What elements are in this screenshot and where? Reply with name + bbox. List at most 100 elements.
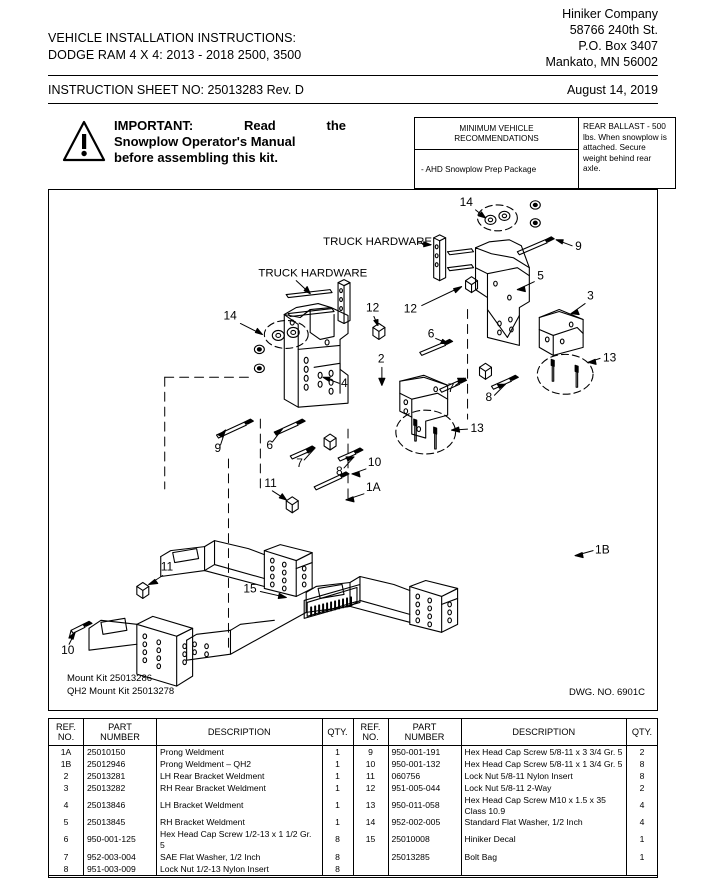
cell-part-number-left: 952-003-004	[83, 850, 157, 864]
document-title: VEHICLE INSTALLATION INSTRUCTIONS: DODGE…	[48, 6, 301, 64]
cell-part-number-right: 950-001-132	[387, 758, 462, 771]
callout-2: 2	[378, 351, 385, 365]
cell-part-number-right	[387, 863, 462, 877]
fastener-group-lower-left	[215, 418, 364, 462]
washer-group-left	[253, 319, 309, 374]
cell-qty-right: 8	[626, 758, 658, 771]
cell-part-number-right: 951-005-044	[387, 782, 462, 795]
notice-text: IMPORTANT: Read the Snowplow Operator's …	[114, 118, 346, 166]
header-ref-no-right: REF.NO.	[352, 718, 389, 746]
header-divider	[48, 75, 658, 76]
prong-lower-left-graphic	[88, 615, 194, 687]
cell-description-right: Standard Flat Washer, 1/2 Inch	[460, 816, 627, 829]
cell-ref-right: 12	[352, 782, 389, 795]
cell-qty-left: 1	[321, 816, 354, 829]
notice-word-read: Read	[243, 118, 276, 133]
header-description-right: DESCRIPTION	[460, 718, 627, 746]
cell-description-left: RH Bracket Weldment	[156, 816, 323, 829]
callout-13-lower: 13	[471, 421, 485, 435]
callout-13-right: 13	[603, 350, 617, 364]
cell-part-number-left: 25013282	[83, 782, 157, 795]
bolt-9-upper	[516, 236, 555, 256]
callout-1b: 1B	[595, 543, 610, 557]
address-city-state: Mankato, MN 56002	[545, 55, 658, 69]
bolt-group-13-lower	[395, 409, 457, 455]
cell-qty-right: 1	[626, 828, 658, 851]
cell-ref-left: 4	[48, 794, 84, 817]
cell-description-left: Prong Weldment – QH2	[156, 758, 323, 771]
callout-9-lower: 9	[215, 441, 222, 455]
callout-7-upper: 7	[448, 381, 455, 395]
minimum-vehicle-recommendations-box: MINIMUM VEHICLE RECOMMENDATIONS - AHD Sn…	[414, 117, 676, 189]
cell-qty-right: 4	[626, 794, 658, 817]
cell-part-number-left: 950-001-125	[83, 828, 157, 851]
cell-qty-left: 8	[321, 863, 354, 877]
cell-ref-right: 9	[352, 745, 389, 759]
cell-qty-left: 8	[321, 850, 354, 864]
cell-part-number-right: 25013285	[387, 850, 462, 864]
notice-line-2: Snowplow Operator's Manual	[114, 134, 296, 149]
recommendations-heading-line-2: RECOMMENDATIONS	[454, 133, 539, 143]
rear-ballast-note: REAR BALLAST - 500 lbs. When snowplow is…	[583, 121, 667, 174]
cell-description-left: SAE Flat Washer, 1/2 Inch	[156, 850, 323, 864]
cell-qty-right: 4	[626, 816, 658, 829]
cell-description-left: Prong Weldment	[156, 745, 323, 759]
mount-kit-line-1: Mount Kit 25013286	[67, 673, 153, 684]
cell-part-number-left: 25013845	[83, 816, 157, 829]
cell-description-right: Hex Head Cap Screw M10 x 1.5 x 35 Class …	[460, 794, 627, 817]
callout-10-lower: 10	[61, 643, 75, 657]
document-header: VEHICLE INSTALLATION INSTRUCTIONS: DODGE…	[48, 6, 658, 104]
callout-9-upper: 9	[575, 239, 582, 253]
cell-part-number-left: 25013846	[83, 794, 157, 817]
callout-4: 4	[341, 376, 348, 390]
cell-qty-right: 1	[626, 850, 658, 864]
cell-qty-left: 1	[321, 770, 354, 783]
cell-description-left: LH Bracket Weldment	[156, 794, 323, 817]
document-date: August 14, 2019	[566, 83, 658, 97]
cell-part-number-right: 950-011-058	[387, 794, 462, 817]
rh-bracket-weldment-graphic	[474, 239, 530, 346]
title-line-2: DODGE RAM 4 X 4: 2013 - 2018 2500, 3500	[48, 48, 302, 62]
cell-part-number-left: 25010150	[83, 745, 157, 759]
cell-description-right: Lock Nut 5/8-11 2-Way	[460, 782, 627, 795]
washer-group-top	[476, 200, 541, 232]
title-line-1: VEHICLE INSTALLATION INSTRUCTIONS:	[48, 31, 297, 45]
callout-8-lower: 8	[336, 464, 343, 478]
cell-ref-right	[352, 863, 389, 877]
cell-description-left: LH Rear Bracket Weldment	[156, 770, 323, 783]
header-divider-2	[48, 103, 658, 104]
cell-ref-left: 7	[48, 850, 84, 864]
cell-part-number-left: 25012946	[83, 758, 157, 771]
lh-rear-bracket-weldment-graphic	[399, 374, 449, 439]
header-qty-left: QTY.	[321, 718, 354, 746]
callout-5: 5	[537, 269, 544, 283]
cell-qty-right: 2	[626, 782, 658, 795]
cell-ref-right	[352, 850, 389, 864]
hiniker-decal-graphic	[303, 583, 361, 619]
cell-ref-left: 6	[48, 828, 84, 851]
cell-ref-left: 3	[48, 782, 84, 795]
cell-ref-right: 11	[352, 770, 389, 783]
nut-11-upper	[285, 496, 299, 514]
cell-description-right	[460, 863, 627, 877]
notice-label: IMPORTANT:	[114, 118, 194, 133]
callout-11-lower: 11	[161, 560, 174, 574]
callout-12-right: 12	[404, 302, 418, 316]
cell-description-left: Hex Head Cap Screw 1/2-13 x 1 1/2 Gr. 5	[156, 828, 323, 851]
address-street: 58766 240th St.	[569, 23, 658, 37]
cell-qty-left: 8	[321, 828, 354, 851]
warning-triangle-icon	[62, 120, 106, 162]
